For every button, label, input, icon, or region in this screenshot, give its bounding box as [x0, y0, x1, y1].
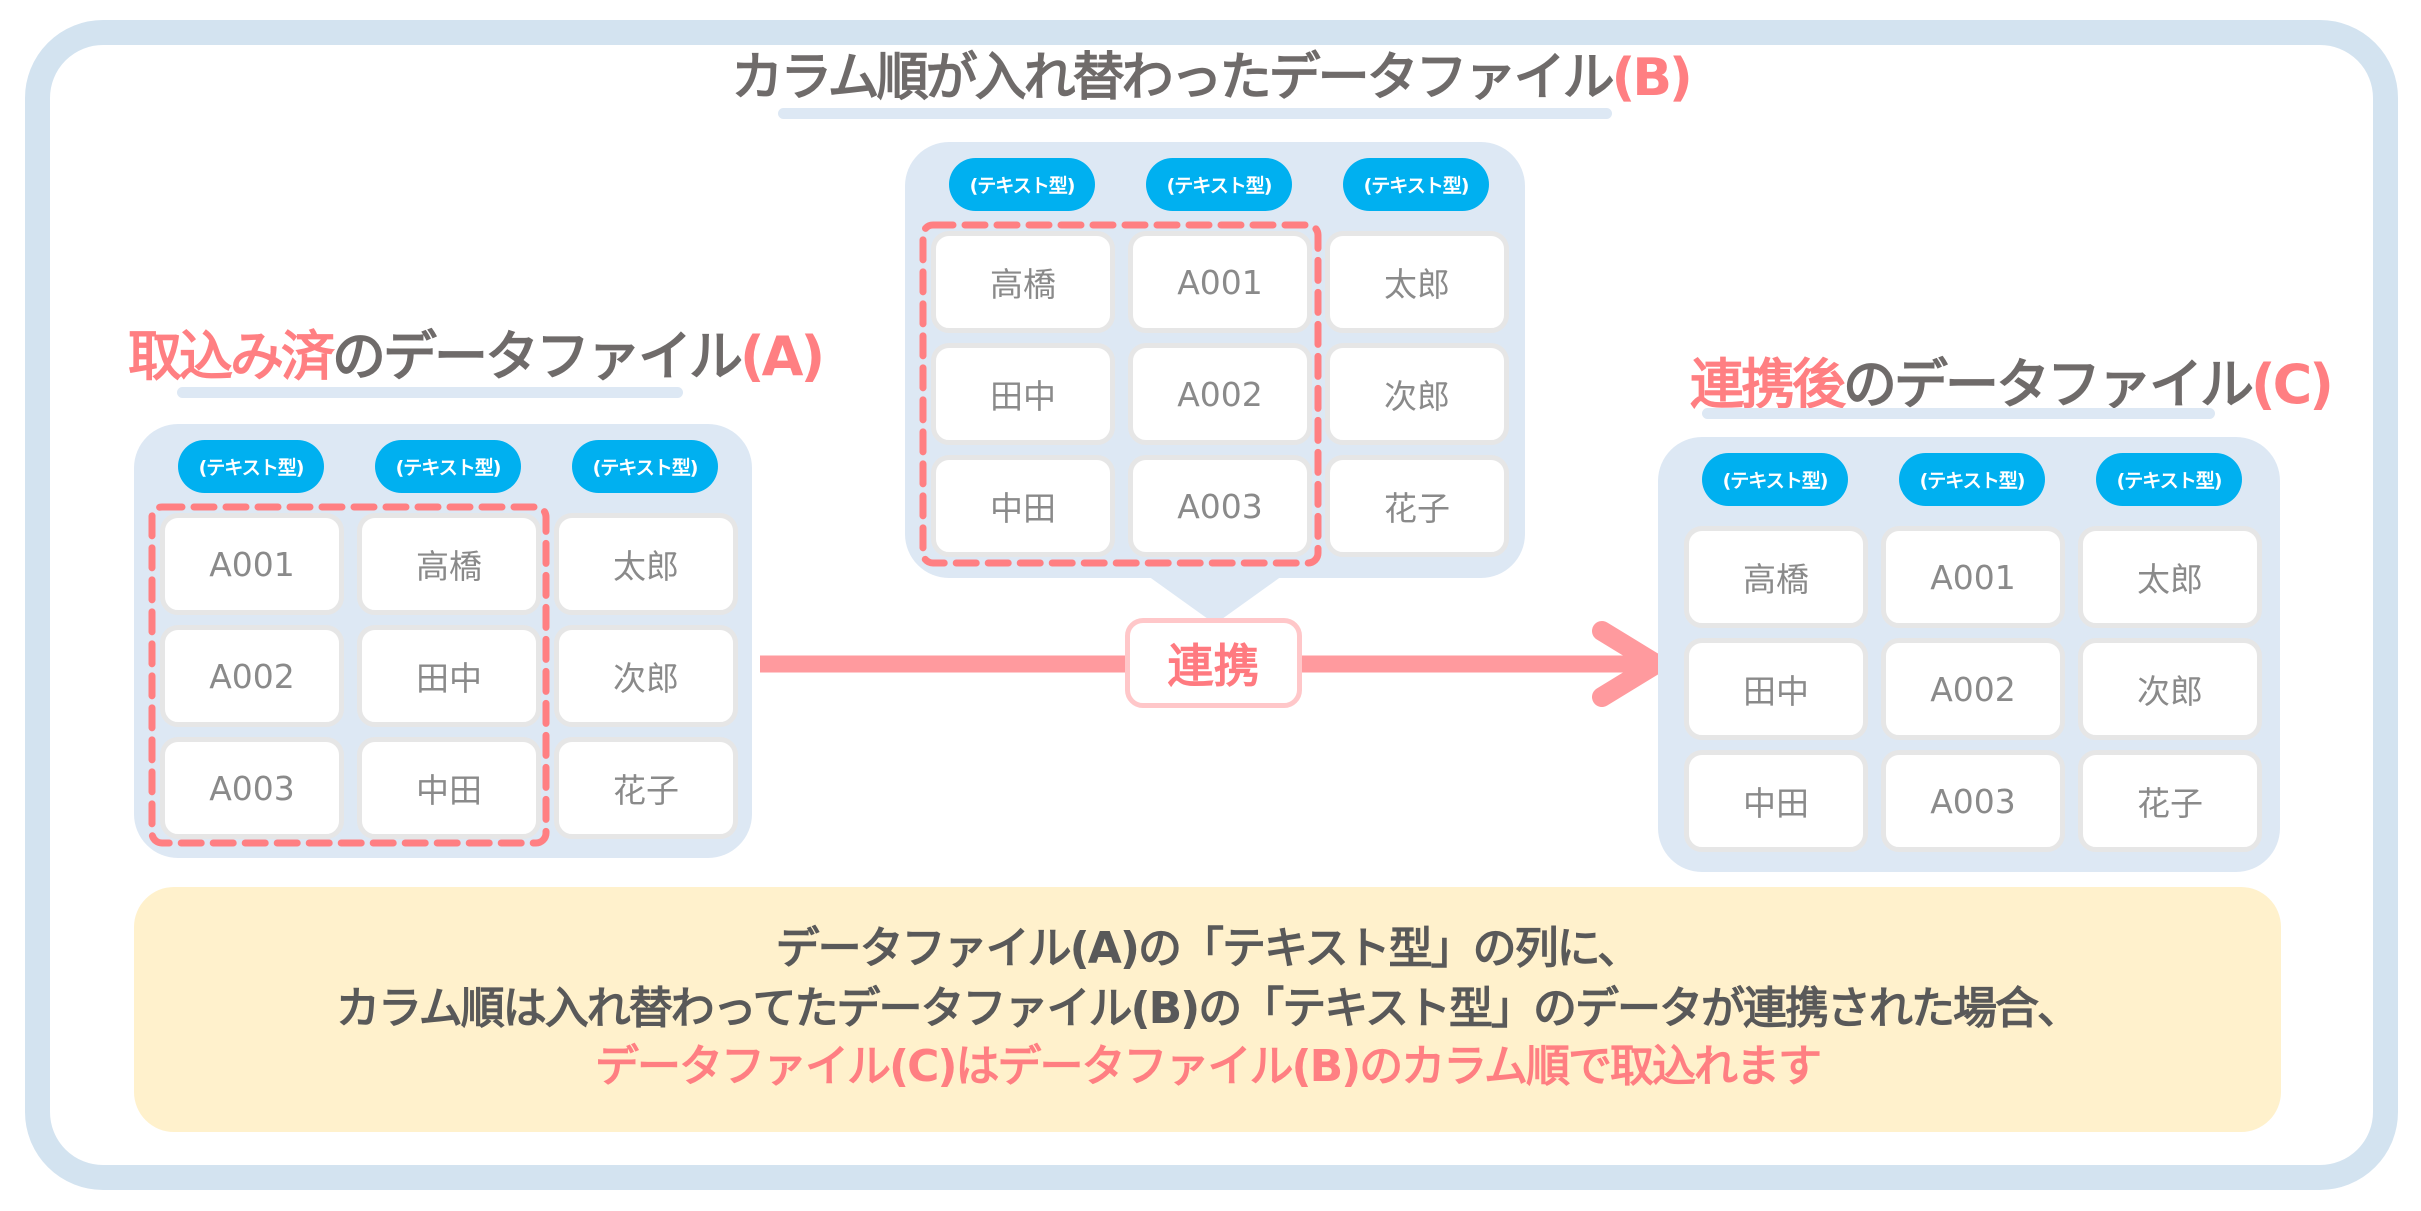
table-cell: 中田: [1684, 750, 1868, 852]
column-header-3: (テキスト型): [1343, 158, 1489, 211]
title-file-b-underline: [778, 108, 1612, 119]
table-cell: 次郎: [554, 625, 738, 727]
column-header-3: (テキスト型): [572, 440, 718, 493]
title-file-c-id: (C): [2251, 353, 2334, 416]
title-file-b: カラム順が入れ替わったデータファイル(B): [0, 52, 2421, 104]
title-file-a: 取込み済のデータファイル(A): [128, 330, 825, 384]
title-file-c-highlight: 連携後: [1690, 353, 1846, 416]
note-line-3: データファイル(C)はデータファイル(B)のカラム順で取込れます: [595, 1041, 1822, 1092]
title-file-c-underline: [1702, 408, 2215, 419]
title-file-a-underline: [177, 387, 683, 398]
table-cell: 太郎: [1325, 231, 1509, 333]
column-header-1: (テキスト型): [1702, 453, 1848, 506]
table-cell: 高橋: [1684, 526, 1868, 628]
link-label-badge: 連携: [1125, 618, 1302, 708]
table-cell: 中田: [931, 455, 1115, 557]
table-cell: 高橋: [357, 513, 541, 615]
table-cell: A003: [160, 737, 344, 839]
title-file-a-id: (A): [740, 325, 825, 388]
explanation-note: データファイル(A)の「テキスト型」の列に、 カラム順は入れ替わってたデータファ…: [134, 887, 2281, 1132]
dashed-highlight-file-b: [919, 221, 1322, 567]
note-line-1: データファイル(A)の「テキスト型」の列に、: [775, 923, 1642, 974]
callout-tail: [1148, 576, 1282, 624]
table-cell: 花子: [2078, 750, 2262, 852]
table-cell: 高橋: [931, 231, 1115, 333]
title-file-c-text: のデータファイル: [1843, 353, 2254, 416]
column-header-1: (テキスト型): [178, 440, 324, 493]
table-cell: 次郎: [1325, 343, 1509, 445]
table-cell: 中田: [357, 737, 541, 839]
table-cell: 花子: [554, 737, 738, 839]
table-cell: 太郎: [2078, 526, 2262, 628]
title-file-c: 連携後のデータファイル(C): [1690, 358, 2334, 412]
column-header-2: (テキスト型): [375, 440, 521, 493]
title-file-b-text: カラム順が入れ替わったデータファイル: [731, 48, 1614, 108]
title-file-a-highlight: 取込み済: [128, 325, 335, 388]
table-cell: A003: [1881, 750, 2065, 852]
table-cell: 太郎: [554, 513, 738, 615]
column-header-3: (テキスト型): [2096, 453, 2242, 506]
table-cell: 花子: [1325, 455, 1509, 557]
table-cell: A002: [1128, 343, 1312, 445]
table-cell: A001: [1881, 526, 2065, 628]
title-file-a-text: のデータファイル: [332, 325, 743, 388]
dashed-highlight-file-a: [148, 503, 550, 847]
table-cell: A002: [1881, 638, 2065, 740]
column-header-2: (テキスト型): [1899, 453, 2045, 506]
table-cell: A003: [1128, 455, 1312, 557]
table-cell: 田中: [931, 343, 1115, 445]
table-cell: A002: [160, 625, 344, 727]
table-cell: A001: [1128, 231, 1312, 333]
table-cell: 次郎: [2078, 638, 2262, 740]
table-cell: 田中: [357, 625, 541, 727]
link-arrow-head-icon: [1592, 621, 1676, 707]
note-line-2: カラム順は入れ替わってたデータファイル(B)の「テキスト型」のデータが連携された…: [336, 983, 2081, 1034]
column-header-2: (テキスト型): [1146, 158, 1292, 211]
title-file-b-id: (B): [1611, 48, 1693, 108]
table-cell: 田中: [1684, 638, 1868, 740]
table-cell: A001: [160, 513, 344, 615]
column-header-1: (テキスト型): [949, 158, 1095, 211]
